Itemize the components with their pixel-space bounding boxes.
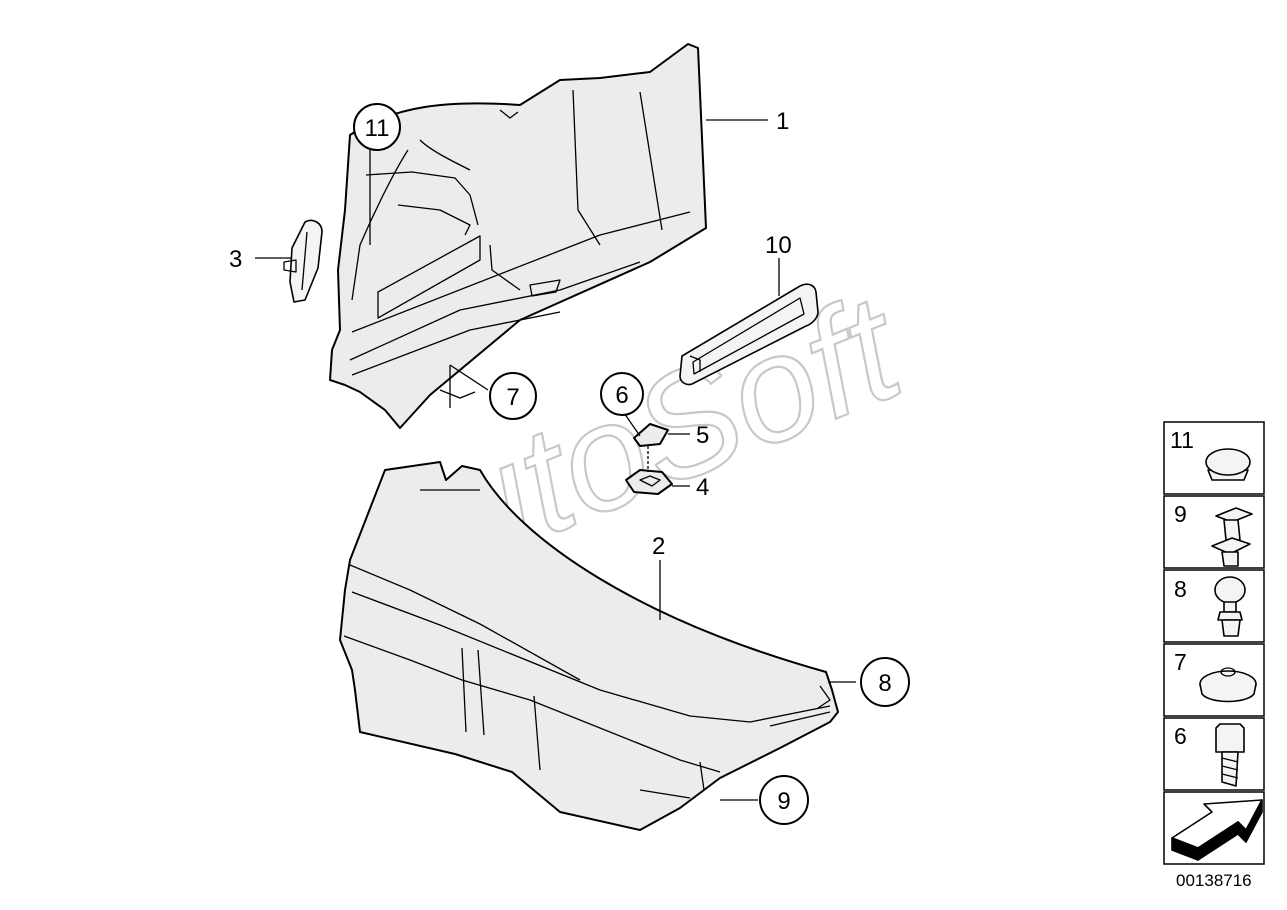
callout-7: 7 <box>489 372 537 420</box>
svg-text:7: 7 <box>506 384 519 411</box>
arrow-icon <box>1171 799 1263 861</box>
diagram-id: 00138716 <box>1176 871 1252 890</box>
callout-2: 2 <box>652 533 665 560</box>
callout-10: 10 <box>765 232 792 259</box>
svg-text:11: 11 <box>1170 427 1194 453</box>
legend-item-7[interactable]: 7 <box>1174 649 1257 703</box>
part-2-floor-trim[interactable] <box>339 461 839 831</box>
legend-item-11[interactable]: 11 <box>1170 427 1251 481</box>
callout-1: 1 <box>776 108 789 135</box>
callout-9: 9 <box>759 775 809 825</box>
callout-3: 3 <box>229 246 242 273</box>
svg-text:8: 8 <box>1174 576 1187 602</box>
grommet-icon <box>1205 448 1251 481</box>
svg-text:9: 9 <box>777 788 790 815</box>
push-rivet-icon <box>1214 576 1246 637</box>
callout-4: 4 <box>696 474 709 501</box>
svg-text:11: 11 <box>365 115 390 142</box>
nut-washer-icon <box>1199 667 1257 703</box>
callout-8: 8 <box>860 657 910 707</box>
legend-item-9[interactable]: 9 <box>1174 501 1253 567</box>
callout-11: 11 <box>353 103 401 151</box>
svg-text:9: 9 <box>1174 501 1187 527</box>
legend-item-6[interactable]: 6 <box>1174 723 1245 787</box>
svg-text:8: 8 <box>878 670 891 697</box>
part-1-side-trim-panel[interactable] <box>329 43 707 429</box>
part-4-clip-base[interactable] <box>625 446 673 495</box>
part-10-frame[interactable] <box>679 283 819 386</box>
callout-6: 6 <box>600 372 644 416</box>
svg-text:6: 6 <box>1174 723 1187 749</box>
svg-text:6: 6 <box>615 382 628 409</box>
legend-item-8[interactable]: 8 <box>1174 576 1246 637</box>
part-5-clip-cover[interactable] <box>633 423 669 447</box>
part-3-cover[interactable] <box>283 219 323 303</box>
svg-text:7: 7 <box>1174 649 1187 675</box>
callout-5: 5 <box>696 422 709 449</box>
screw-icon <box>1215 723 1245 787</box>
legend-panel <box>1163 421 1265 865</box>
clip-icon <box>1211 507 1253 567</box>
